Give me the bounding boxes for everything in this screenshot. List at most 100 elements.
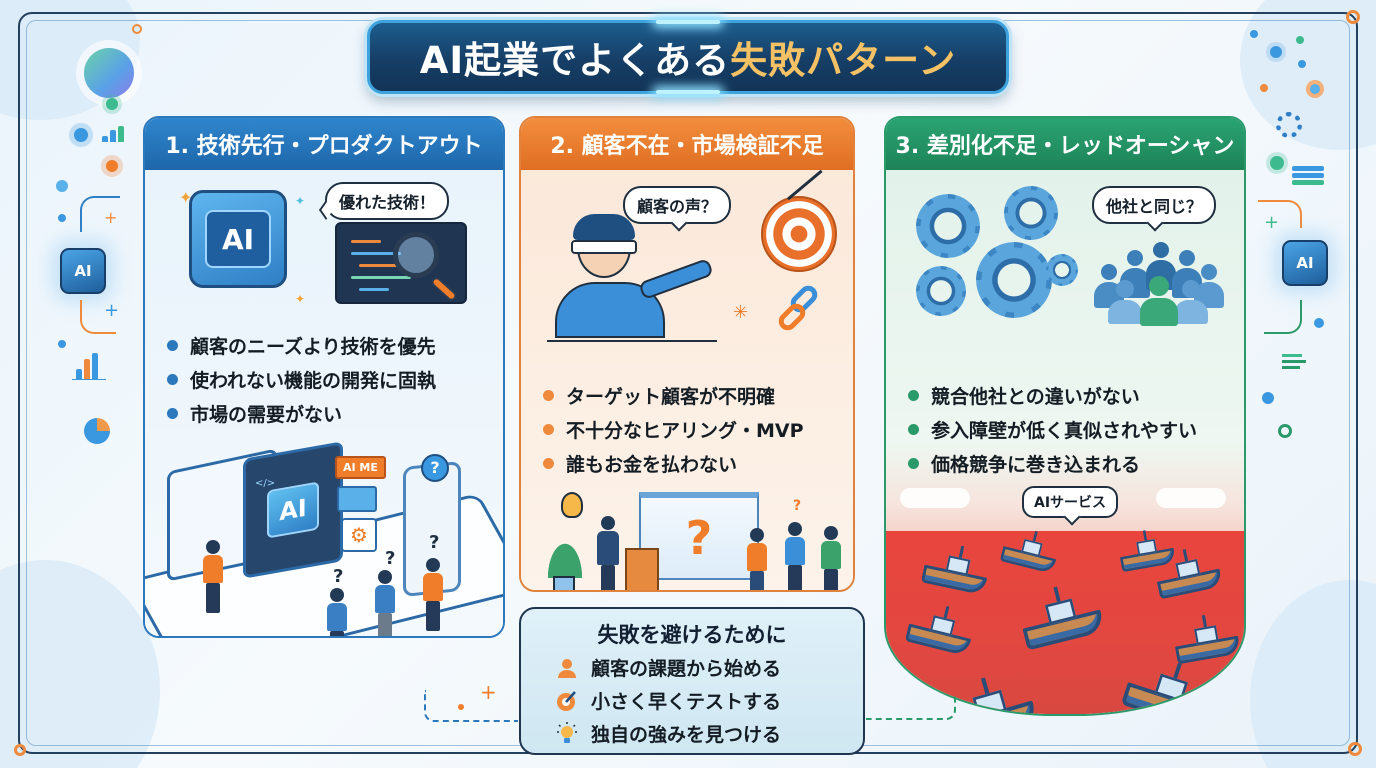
monitor-ai-label: AI	[267, 481, 319, 539]
connector-line	[80, 300, 116, 334]
orange-ring-icon	[1348, 742, 1362, 756]
network-node-icon	[1270, 46, 1282, 58]
network-node-icon	[74, 128, 88, 142]
connector-line	[80, 196, 120, 232]
code-tag-label: </>	[255, 478, 276, 489]
boat-icon	[1156, 549, 1224, 600]
tip-item: 独自の強みを見つける	[521, 717, 863, 750]
title-banner: AI起業でよくある失敗パターン	[367, 20, 1009, 94]
bullet-dot	[908, 389, 919, 401]
question-mark: ?	[793, 498, 802, 514]
bullet-item: 参入障壁が低く真似されやすい	[908, 412, 1197, 446]
boat-icon	[1174, 615, 1242, 665]
question-mark: ?	[429, 532, 440, 553]
panel-body: 顧客の声？ ✳ ターゲット顧客が不明確 不十分なヒアリング・MVP 誰もお金を払…	[521, 169, 853, 590]
bullet-text: 参入障壁が低く真似されやすい	[931, 419, 1198, 442]
plus-icon: +	[480, 680, 497, 704]
panel-heading: 1. 技術先行・プロダクトアウト	[145, 118, 503, 170]
magnifier-icon	[393, 232, 439, 278]
isometric-office-illustration: AI </> AI ME ⚙ ? ? ? ?	[145, 441, 503, 636]
network-node-icon	[1298, 60, 1306, 68]
network-node-icon	[1314, 318, 1324, 328]
list-icon	[1282, 354, 1312, 376]
tips-box: 失敗を避けるために 顧客の課題から始める 小さく早くテストする 独自の強みを見つ…	[519, 607, 865, 755]
panel-body: 他社と同じ？ 競合他社との違いがない 参入障壁が低く真似されやすい 価格競争に巻…	[886, 170, 1244, 714]
network-node-icon	[1250, 30, 1258, 38]
boat-icon	[1022, 586, 1106, 651]
ring-node-icon	[1306, 80, 1324, 98]
plus-icon: +	[104, 300, 120, 321]
bullet-text: 顧客のニーズより技術を優先	[190, 335, 436, 358]
gear-icon	[916, 266, 966, 316]
panel-heading: 2. 顧客不在・市場検証不足	[521, 118, 853, 170]
speech-bubble: 優れた技術！	[325, 182, 450, 220]
person-walking-icon	[785, 522, 805, 590]
ai-service-bubble: AIサービス	[1022, 486, 1119, 518]
bullet-item: ターゲット顧客が不明確	[543, 378, 804, 412]
person-icon	[327, 588, 347, 636]
ai-chip-icon-left: AI	[60, 248, 106, 294]
tip-item: 小さく早くテストする	[521, 684, 863, 717]
tip-label: 独自の強みを見つける	[591, 724, 782, 746]
bullet-text: 市場の需要がない	[190, 403, 343, 426]
crowd-icon	[1090, 240, 1226, 326]
boat-icon	[1119, 530, 1177, 573]
bar-chart-icon	[102, 124, 124, 142]
bullet-text: ターゲット顧客が不明確	[566, 385, 776, 408]
network-node-icon	[56, 180, 68, 192]
ai-chip-icon-right: AI	[1282, 240, 1328, 286]
boat-icon	[1120, 662, 1208, 714]
bullet-list: ターゲット顧客が不明確 不十分なヒアリング・MVP 誰もお金を払わない	[543, 378, 804, 480]
question-mark: ?	[385, 548, 396, 569]
network-node-icon	[1296, 36, 1304, 44]
target-check-icon	[555, 689, 579, 713]
presenter-icon	[597, 516, 619, 590]
orange-ring-icon	[14, 744, 26, 756]
lightbulb-icon	[561, 492, 583, 518]
background-blob	[0, 560, 160, 768]
orange-ring-icon	[1346, 10, 1360, 24]
question-mark: ?	[333, 566, 344, 587]
ai-chip-icon: AI	[189, 190, 287, 288]
ai-chip-label: AI	[205, 210, 271, 268]
pot-icon	[553, 576, 575, 590]
ai-monitor-icon: AI	[243, 441, 343, 579]
bullet-dot	[167, 407, 178, 419]
tip-label: 顧客の課題から始める	[591, 658, 782, 680]
sparkle-icon: ✦	[295, 194, 306, 208]
connector-line	[1258, 200, 1302, 228]
question-bubble-icon: ?	[421, 454, 449, 482]
bullet-list: 競合他社との違いがない 参入障壁が低く真似されやすい 価格競争に巻き込まれる	[908, 378, 1197, 480]
green-ring-icon	[1278, 424, 1292, 438]
panel-no-customer: 2. 顧客不在・市場検証不足 顧客の声？ ✳ ターゲット顧客が不明確 不十分なヒ…	[519, 116, 855, 592]
person-icon	[203, 540, 223, 613]
ground-line	[547, 340, 717, 342]
person-icon	[375, 570, 395, 636]
background-blob	[1250, 580, 1376, 768]
bullet-text: 誰もお金を払わない	[566, 453, 738, 476]
gradient-orb-icon	[84, 48, 134, 98]
gear-icon	[1046, 254, 1078, 286]
bullet-text: 使われない機能の開発に固執	[190, 369, 437, 392]
panel-tech-first: 1. 技術先行・プロダクトアウト AI ✦ ✦ ✦ 優れた技術！ 顧客のニーズよ…	[143, 116, 505, 638]
person-walking-icon	[821, 526, 841, 590]
bullet-dot	[908, 423, 919, 435]
bullet-dot	[543, 423, 554, 435]
title-accent: 失敗パターン	[730, 39, 957, 82]
gear-icon	[916, 194, 980, 258]
bullet-dot	[543, 389, 554, 401]
bullet-text: 競合他社との違いがない	[931, 385, 1140, 408]
plus-icon: +	[104, 208, 118, 227]
gear-icon	[1276, 112, 1302, 138]
panel-red-ocean: 3. 差別化不足・レッドオーシャン 他社と同じ？ 競合他社との違いがない 参入障…	[884, 116, 1246, 716]
boat-icon	[920, 545, 988, 596]
bullet-text: 不十分なヒアリング・MVP	[566, 419, 804, 442]
network-node-icon	[1262, 392, 1274, 404]
bullet-item: 誰もお金を払わない	[543, 446, 804, 480]
gear-icon	[976, 242, 1052, 318]
dashed-connector	[424, 690, 518, 722]
page-title: AI起業でよくある失敗パターン	[420, 30, 957, 84]
network-node-icon	[1260, 84, 1268, 92]
speech-bubble: 他社と同じ？	[1092, 186, 1217, 224]
bullet-item: 不十分なヒアリング・MVP	[543, 412, 804, 446]
